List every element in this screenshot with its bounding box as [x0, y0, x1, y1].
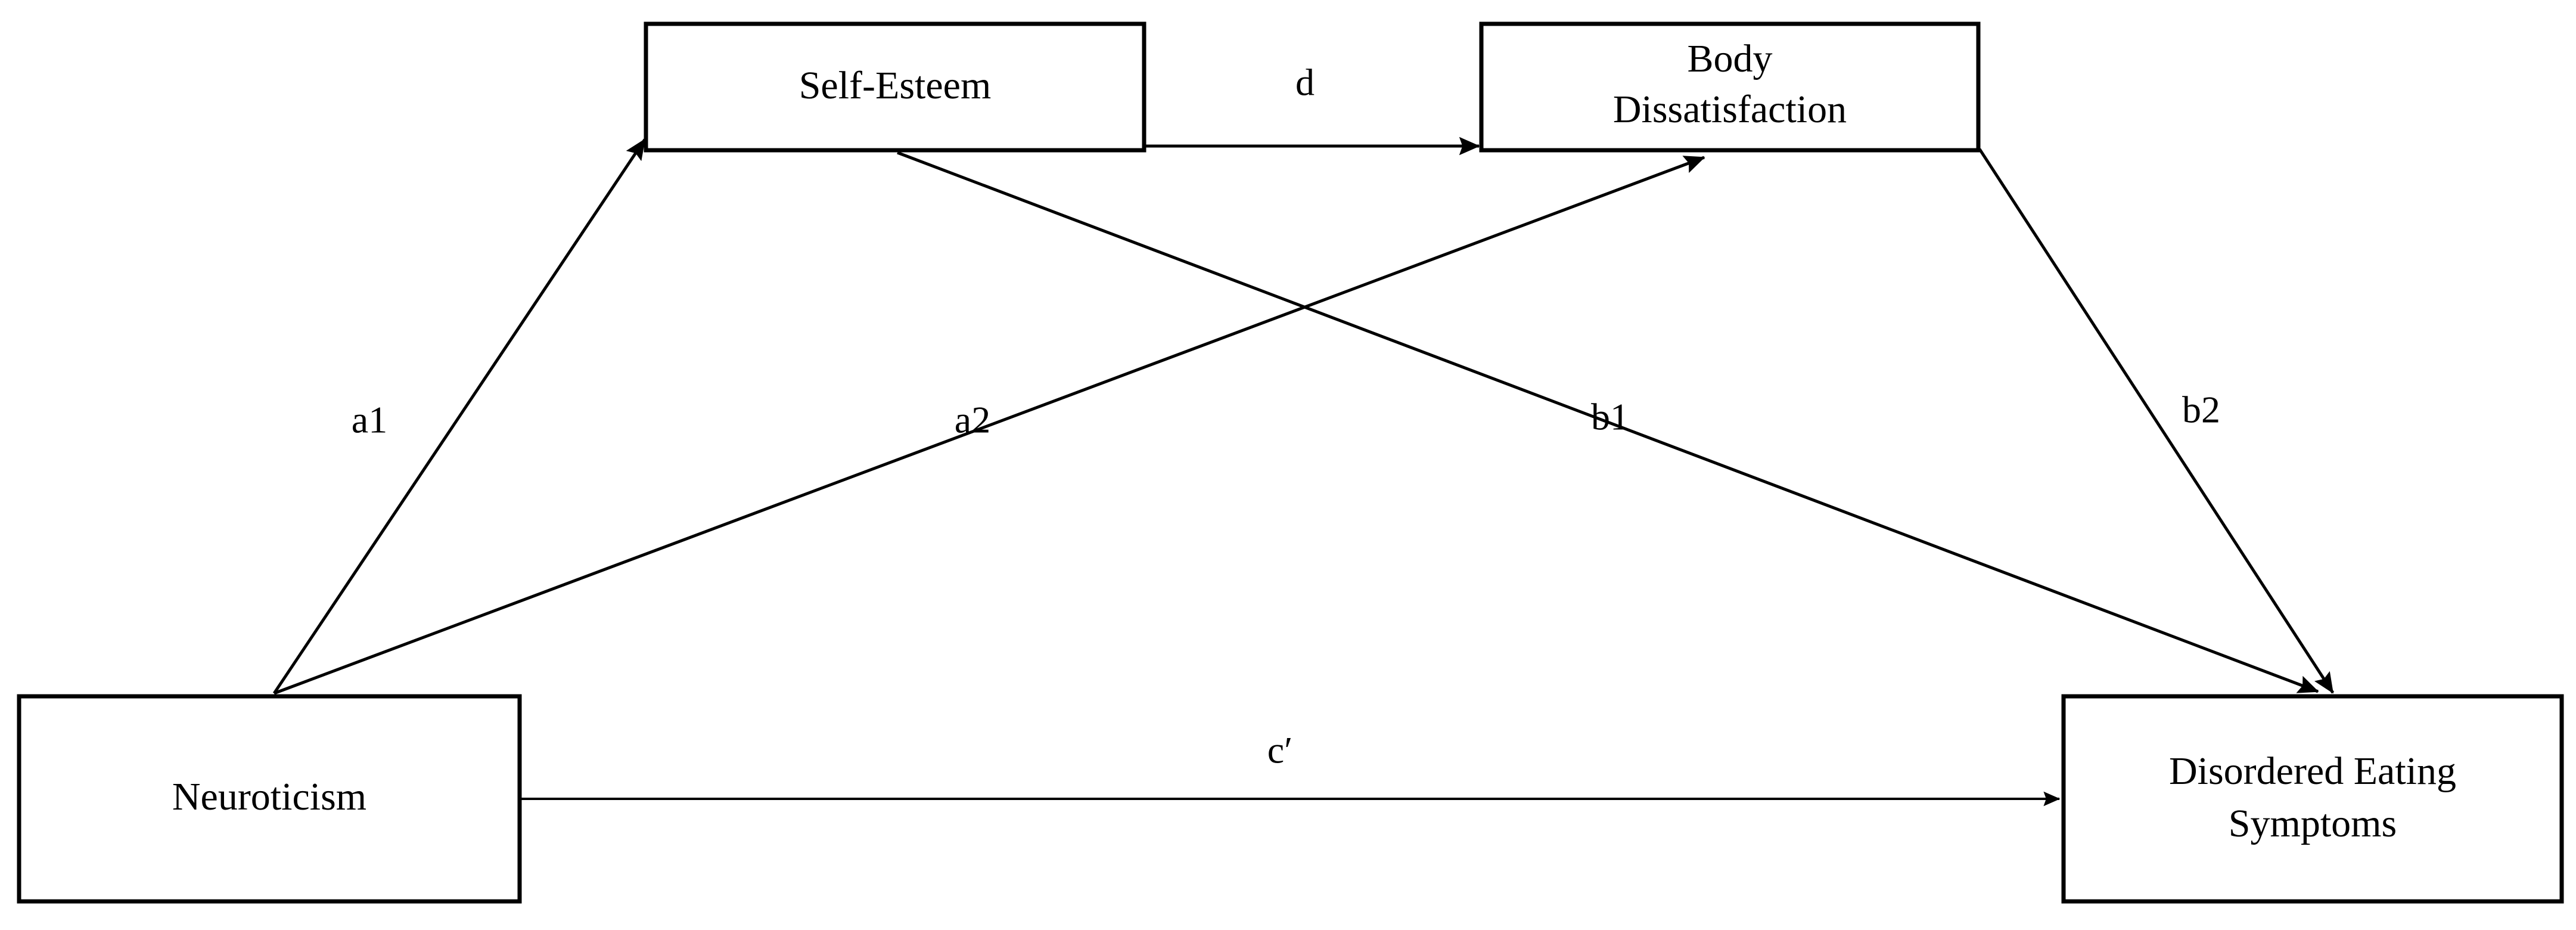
edge-c-prime: c′ [520, 729, 2061, 807]
edge-a1-line [272, 138, 647, 695]
node-self-esteem-label: Self-Esteem [799, 64, 992, 107]
edge-d: d [1144, 61, 1480, 156]
edge-b1-label: b1 [1591, 396, 1629, 438]
node-neuroticism-box[interactable] [17, 694, 522, 904]
edge-b2-label: b2 [2182, 389, 2220, 431]
edge-b2: b2 [1978, 148, 2335, 694]
node-disordered-eating-label-line2: Symptoms [2229, 802, 2397, 845]
node-body-dissatisfaction-label-line2: Dissatisfaction [1613, 88, 1847, 131]
edge-b1: b1 [897, 151, 2319, 693]
edge-a1-label: a1 [352, 399, 387, 441]
edge-a2-line [274, 156, 1705, 695]
edge-b2-line [1978, 148, 2335, 694]
node-neuroticism-label: Neuroticism [172, 775, 366, 819]
node-body-dissatisfaction-box[interactable] [1479, 21, 1981, 153]
node-self-esteem[interactable]: Self-Esteem [644, 21, 1146, 153]
edge-a2-label: a2 [955, 399, 990, 441]
node-disordered-eating-box[interactable] [2061, 694, 2564, 904]
node-neuroticism[interactable]: Neuroticism [17, 694, 522, 904]
edge-b1-line [897, 151, 2319, 693]
node-body-dissatisfaction[interactable]: Body Dissatisfaction [1479, 21, 1981, 153]
node-disordered-eating[interactable]: Disordered Eating Symptoms [2061, 694, 2564, 904]
edge-c-prime-label: c′ [1267, 729, 1292, 771]
node-disordered-eating-label-line1: Disordered Eating [2169, 749, 2456, 793]
node-body-dissatisfaction-label-line1: Body [1687, 37, 1772, 80]
edge-a2: a2 [274, 156, 1705, 695]
edge-a1: a1 [272, 138, 647, 695]
edge-d-label: d [1295, 61, 1315, 104]
node-self-esteem-box[interactable] [644, 21, 1146, 153]
